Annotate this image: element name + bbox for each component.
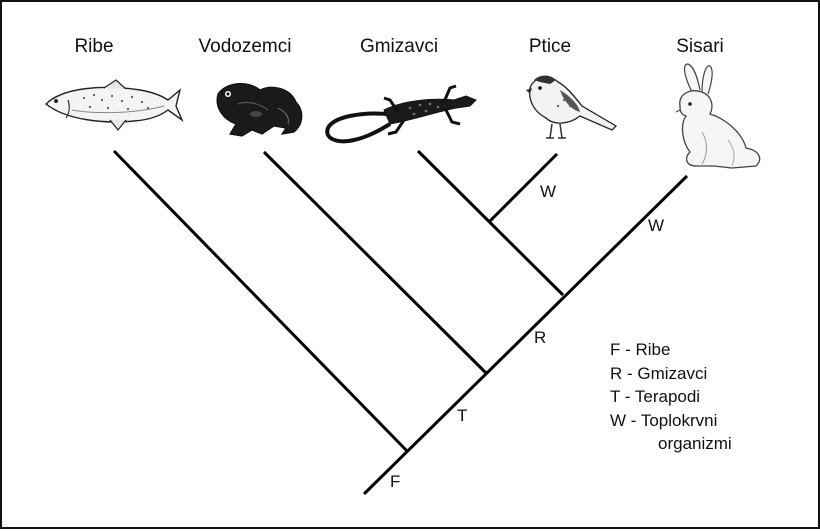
trunk-line xyxy=(362,174,689,496)
legend-item-continuation: organizmi xyxy=(658,434,732,453)
label-fish: Ribe xyxy=(74,36,114,57)
node-label-r: R xyxy=(534,328,547,347)
lizard-icon xyxy=(325,84,477,144)
label-amphibian: Vodozemci xyxy=(198,36,292,57)
legend-item: F - Ribe xyxy=(610,340,671,359)
frog-icon xyxy=(216,83,303,137)
legend-item: R - Gmizavci xyxy=(610,363,708,383)
node-label-t: T xyxy=(457,406,468,425)
rabbit-icon xyxy=(675,63,761,169)
branch-reptile xyxy=(416,149,565,297)
fish-icon xyxy=(44,79,184,131)
bird-icon xyxy=(526,75,618,139)
branch-amphibian xyxy=(262,150,488,375)
legend-item: W - Toplokrvni organizmi xyxy=(610,409,732,456)
branch-bird xyxy=(488,152,559,223)
legend-item-text: W - Toplokrvni xyxy=(610,410,718,430)
label-bird: Ptice xyxy=(528,36,572,57)
label-reptile: Gmizavci xyxy=(359,36,439,57)
legend-item: T - Terapodi xyxy=(610,387,701,406)
legend: F - Ribe R - Gmizavci T - Terapodi W - T… xyxy=(610,338,732,456)
label-mammal: Sisari xyxy=(676,36,724,57)
branch-fish xyxy=(112,149,409,453)
node-label-w-mammal: W xyxy=(648,216,665,235)
node-label-w-bird: W xyxy=(540,182,557,201)
node-label-f: F xyxy=(390,472,401,491)
